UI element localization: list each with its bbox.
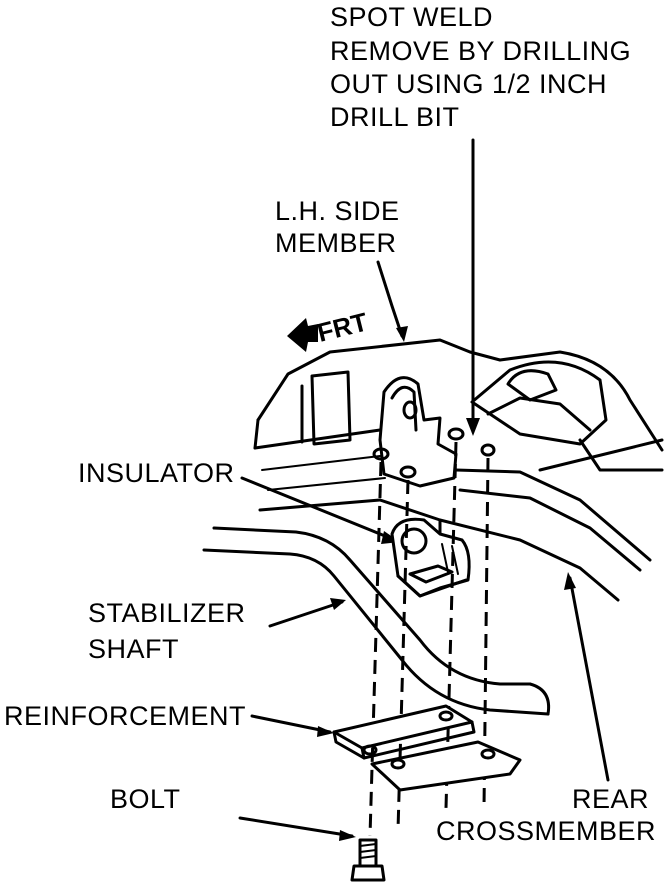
side-member-flange [261,455,381,471]
shaft-lower-edge [202,548,550,716]
side-member-top-edge [256,338,502,422]
side-member-callout: L.H. SIDE MEMBER [275,196,408,342]
spot-weld-1 [447,427,465,441]
plate-edge-1 [258,498,382,512]
bracket-hole [402,400,418,420]
rear-crossmember [438,350,664,602]
bolt-arrowhead [339,830,356,841]
side-member-flange-2 [267,477,386,491]
stabilizer-shaft-line-1: STABILIZER [88,598,246,628]
stabilizer-shaft-arrowhead [330,598,346,610]
reinforcement-arrowhead [317,726,334,737]
side-member-leader [376,260,404,338]
reinforcement-callout: REINFORCEMENT [4,701,334,737]
spot-weld-line-4: DRILL BIT [330,102,460,132]
reinforcement-hole-4 [480,748,496,760]
insulator-slot [408,564,454,584]
side-member-frame [253,338,502,491]
side-member-window [310,370,352,446]
crossmember-edge [486,396,592,432]
shaft-upper-edge [212,526,532,686]
mounting-bracket [372,376,496,488]
reinforcement-front-face [332,730,366,760]
bracket-bolt-hole-2 [399,465,417,479]
bracket-body [378,376,458,488]
insulator [390,517,471,598]
reinforcement-plate [332,704,522,792]
bolt-callout: BOLT [110,784,356,841]
crossmember-bracket [470,360,608,446]
bolt [350,838,386,882]
insulator-rib-1 [441,543,449,573]
spot-weld-line-2: REMOVE BY DRILLING [330,36,631,66]
insulator-callout: INSULATOR [78,458,400,544]
crossmember-rear-edge [538,438,664,472]
side-member-line-2: MEMBER [275,228,397,258]
crossmember-channel-top [454,468,652,562]
spot-weld-line-1: SPOT WELD [330,2,493,32]
reinforcement-hole-2 [362,744,378,756]
bracket-bolt-hole-1 [372,447,390,461]
insulator-label: INSULATOR [78,458,235,488]
bolt-threads [359,843,377,859]
rear-crossmember-arrowhead [564,572,576,590]
bolt-centerline-3 [444,441,458,809]
front-direction-arrow-icon [287,318,318,352]
stabilizer-shaft-callout: STABILIZER SHAFT [88,598,346,664]
insulator-rib-2 [451,545,459,575]
front-label: FRT [314,306,370,347]
crossmember-channel-mid [458,488,642,572]
insulator-bore [400,527,428,555]
insulator-leader [240,476,397,542]
stabilizer-shaft-line-2: SHAFT [88,634,179,664]
spot-weld-arrowhead [466,418,480,436]
rear-crossmember-line-2: CROSSMEMBER [436,816,656,846]
reinforcement-leader [250,714,332,734]
bolt-centerline-1 [368,461,383,837]
side-member-lower-edge [253,428,382,450]
front-indicator: FRT [287,306,371,352]
reinforcement-label: REINFORCEMENT [4,701,246,731]
bolt-head [350,864,386,882]
spot-weld-callout: SPOT WELD REMOVE BY DRILLING OUT USING 1… [330,2,631,436]
crossmember-top [498,350,664,452]
side-member-line-1: L.H. SIDE [275,196,400,226]
side-member-arrowhead [396,326,408,342]
bolt-label: BOLT [110,784,181,814]
shaft-end [528,682,551,716]
insulator-body [390,517,471,598]
crossmember-rear-flange [578,438,664,472]
stabilizer-shaft-leader [268,600,344,628]
bracket-ear [390,385,418,432]
side-member-front-edge [253,418,260,450]
reinforcement-hole-1 [438,710,454,722]
rear-crossmember-callout: REAR CROSSMEMBER [436,572,656,846]
reinforcement-side-face [362,720,476,760]
bolt-leader [238,816,354,838]
spot-weld-line-3: OUT USING 1/2 INCH [330,69,607,99]
rear-crossmember-line-1: REAR [572,784,649,814]
rear-crossmember-leader [568,576,610,782]
crossmember-boss [506,369,558,402]
crossmember-channel-bottom [438,518,620,602]
reinforcement-hole-3 [390,758,406,770]
spot-weld-2 [480,443,496,457]
